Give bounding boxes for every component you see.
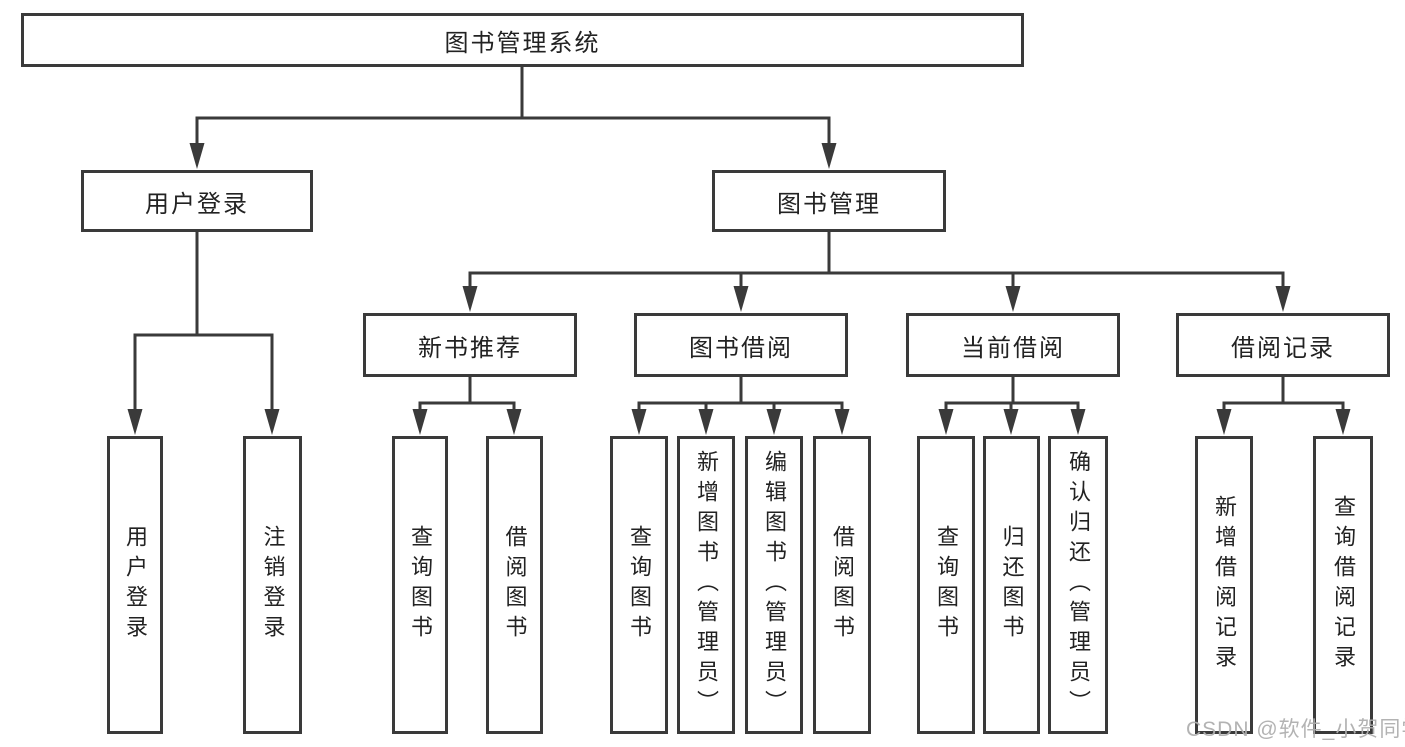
node-book-management-system: 图书管理系统 [21,13,1024,67]
leaf-query-books-current: 查询图书 [917,436,975,734]
node-new-book-recommendation: 新书推荐 [363,313,577,377]
leaf-add-borrow-record: 新增借阅记录 [1195,436,1253,734]
leaf-logout: 注销登录 [243,436,302,734]
leaf-borrow-books-recommend: 借阅图书 [486,436,543,734]
leaf-borrow-books-borrowing: 借阅图书 [813,436,871,734]
leaf-query-books-borrowing: 查询图书 [610,436,668,734]
leaf-return-books: 归还图书 [983,436,1040,734]
leaf-query-borrow-record: 查询借阅记录 [1313,436,1373,734]
leaf-edit-books-admin: 编辑图书（管理员） [745,436,803,734]
node-book-borrowing: 图书借阅 [634,313,848,377]
arrowhead-icons [127,143,1351,435]
leaf-confirm-return-admin: 确认归还（管理员） [1048,436,1108,734]
node-book-management: 图书管理 [712,170,946,232]
node-user-login: 用户登录 [81,170,313,232]
leaf-user-login: 用户登录 [107,436,163,734]
leaf-add-books-admin: 新增图书（管理员） [677,436,735,734]
leaf-query-books-recommend: 查询图书 [392,436,448,734]
node-current-borrowing: 当前借阅 [906,313,1120,377]
csdn-watermark: CSDN @软件_小贺同学 [1186,718,1405,741]
node-borrowing-records: 借阅记录 [1176,313,1390,377]
